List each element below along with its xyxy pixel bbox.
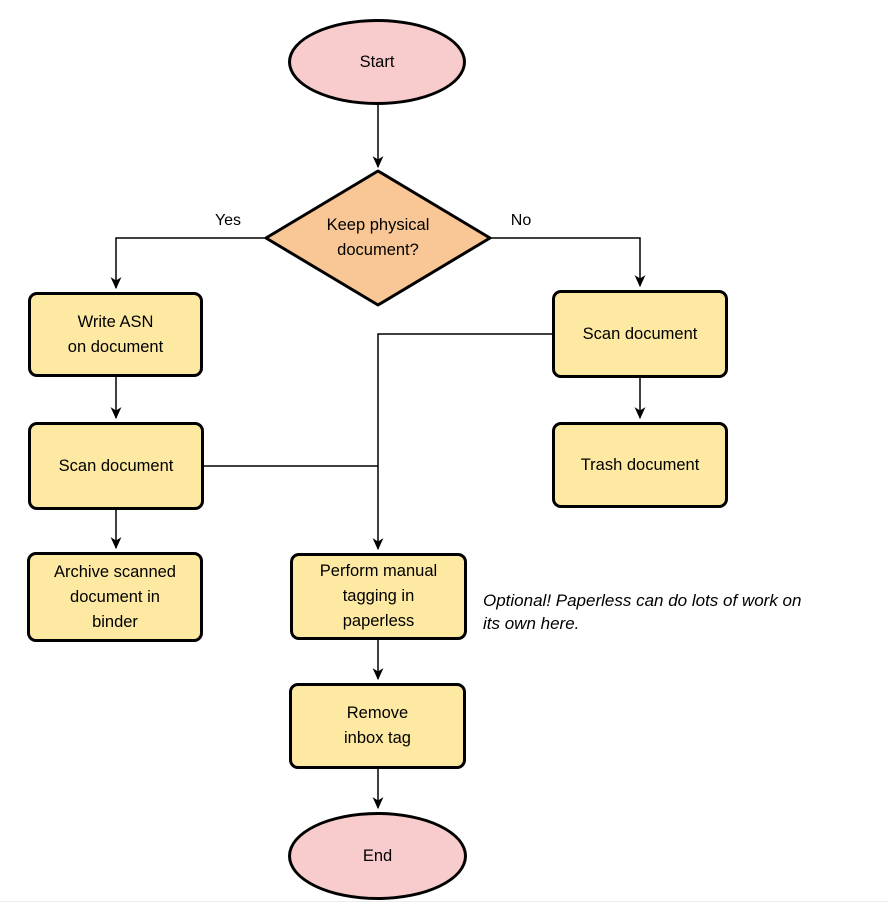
node-scan-document-left-label: Scan document bbox=[58, 456, 174, 475]
edge-decision-no-to-scan-right bbox=[490, 237, 646, 288]
node-write-asn: Write ASN on document bbox=[28, 292, 203, 377]
node-end: End bbox=[288, 812, 467, 900]
node-archive-binder: Archive scanned document in binder bbox=[27, 552, 203, 642]
node-start: Start bbox=[288, 19, 466, 105]
node-remove-inbox-tag: Remove inbox tag bbox=[289, 683, 466, 769]
bottom-divider bbox=[0, 901, 888, 902]
edge-decision-yes-to-write-asn bbox=[110, 237, 266, 290]
node-decision-label: Keep physical document? bbox=[326, 216, 430, 259]
node-end-label: End bbox=[362, 846, 393, 865]
node-scan-document-right: Scan document bbox=[552, 290, 728, 378]
node-archive-binder-label: Archive scanned document in binder bbox=[54, 562, 176, 631]
node-manual-tagging-label: Perform manual tagging in paperless bbox=[319, 562, 438, 630]
edge-label-yes: Yes bbox=[214, 212, 242, 229]
edge-scan-right-to-tagging bbox=[372, 333, 552, 551]
node-trash-document: Trash document bbox=[552, 422, 728, 508]
edge-label-no: No bbox=[510, 212, 532, 229]
node-scan-document-left: Scan document bbox=[28, 422, 204, 510]
node-manual-tagging: Perform manual tagging in paperless bbox=[290, 553, 467, 640]
optional-note: Optional! Paperless can do lots of work … bbox=[483, 591, 802, 633]
node-scan-document-right-label: Scan document bbox=[582, 324, 698, 343]
node-remove-inbox-tag-label: Remove inbox tag bbox=[344, 704, 411, 747]
node-write-asn-label: Write ASN on document bbox=[67, 312, 164, 356]
node-start-label: Start bbox=[359, 52, 395, 71]
node-trash-document-label: Trash document bbox=[580, 455, 700, 474]
